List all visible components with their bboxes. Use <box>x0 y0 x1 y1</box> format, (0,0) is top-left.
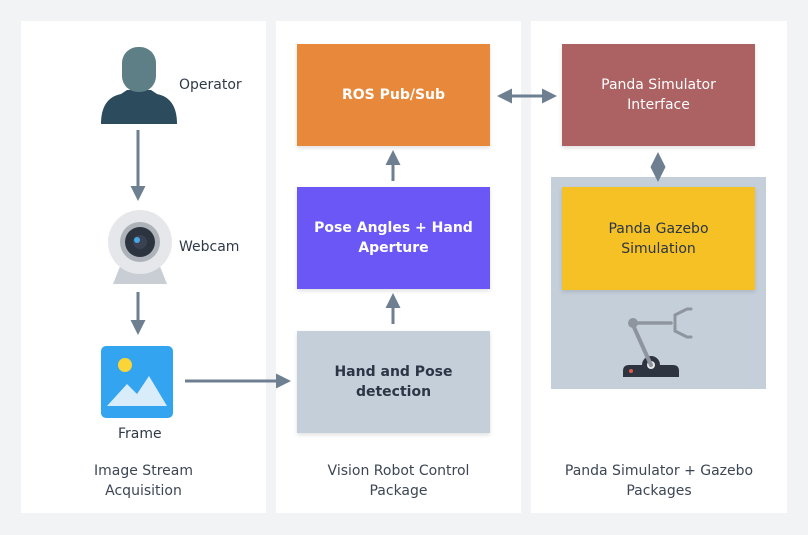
panda-sim-caption: Panda Simulator + Gazebo Packages <box>564 463 754 499</box>
robot-arm-icon <box>623 307 693 377</box>
frame-image-icon <box>101 346 173 418</box>
webcam-label: Webcam <box>179 239 240 255</box>
image-stream-panel: Operator Webcam Frame Image Stream Acqui… <box>21 21 266 513</box>
panda-simulator-interface-box: Panda Simulator Interface <box>562 44 755 146</box>
hand-pose-detection-box: Hand and Pose detection <box>297 331 490 433</box>
operator-icon <box>101 47 177 124</box>
frame-label: Frame <box>118 426 162 442</box>
operator-label: Operator <box>179 77 242 93</box>
vision-robot-caption: Vision Robot Control Package <box>327 463 470 499</box>
ros-pubsub-box: ROS Pub/Sub <box>297 44 490 146</box>
webcam-icon <box>108 210 172 284</box>
panda-gazebo-simulation-box: Panda Gazebo Simulation <box>562 187 755 290</box>
panda-sim-panel: Panda Simulator Interface Panda Gazebo S… <box>531 21 787 513</box>
pose-angles-box: Pose Angles + Hand Aperture <box>297 187 490 289</box>
simulation-area: Panda Gazebo Simulation <box>551 177 766 389</box>
vision-robot-panel: ROS Pub/Sub Pose Angles + Hand Aperture … <box>276 21 521 513</box>
image-stream-caption: Image Stream Acquisition <box>94 463 193 499</box>
